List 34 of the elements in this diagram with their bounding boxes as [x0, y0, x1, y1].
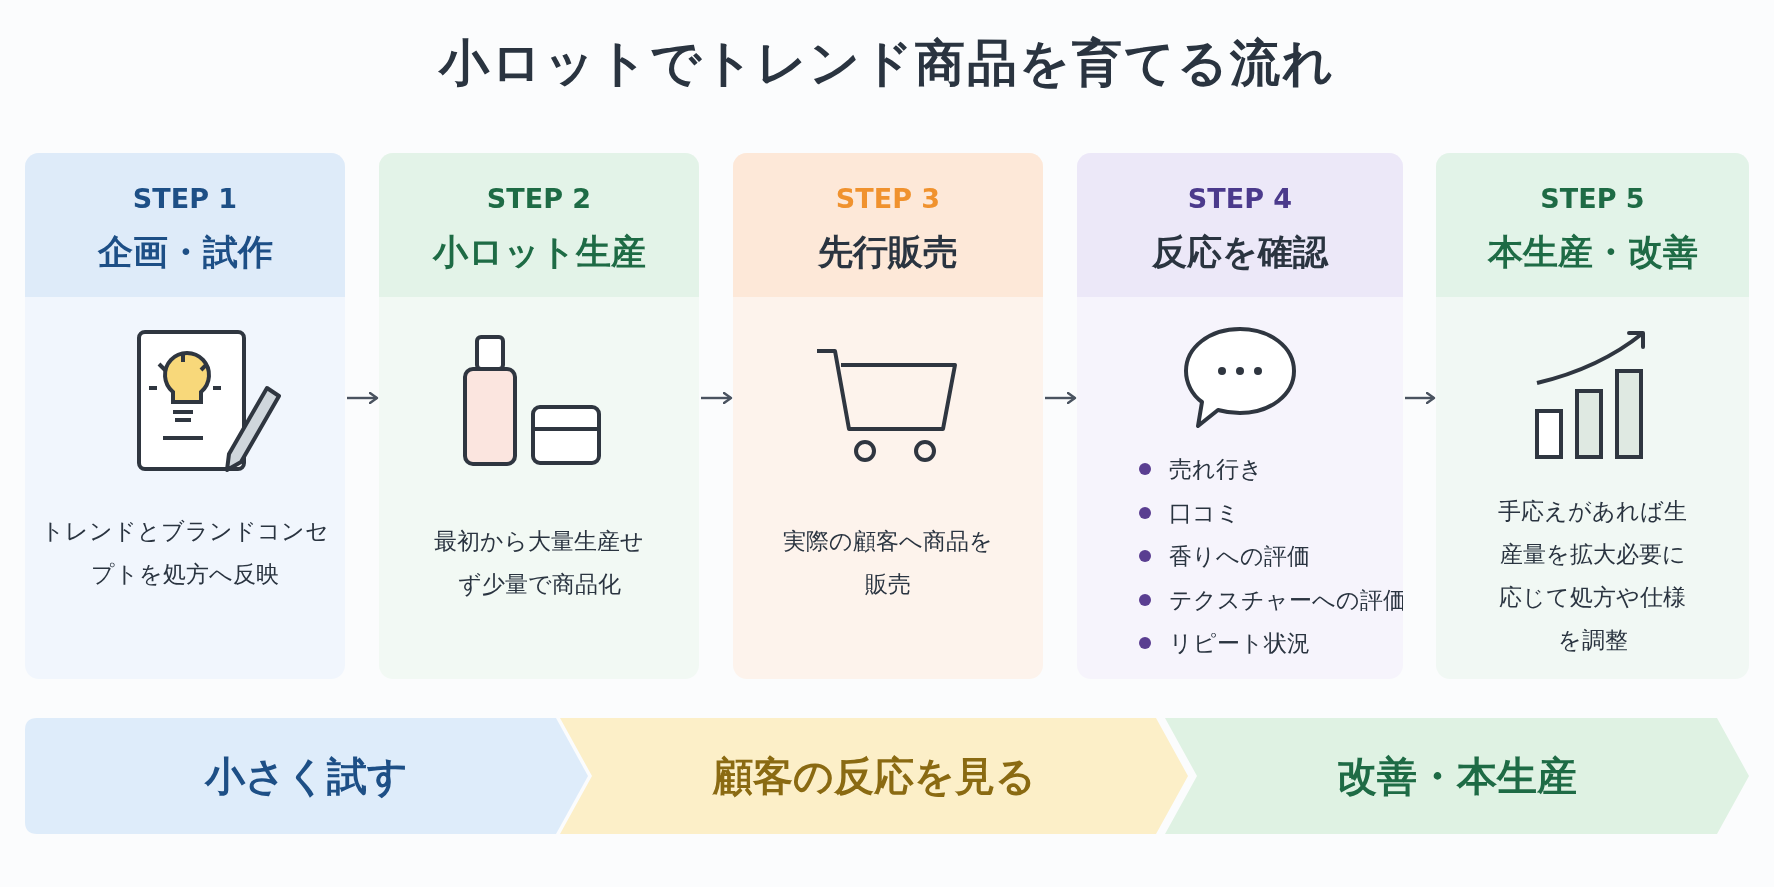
- step-card: [25, 153, 345, 679]
- step-label: STEP 3: [834, 183, 942, 214]
- step-label: STEP 1: [131, 183, 239, 214]
- arrow: [347, 391, 379, 405]
- arrow: [701, 391, 733, 405]
- band-label: 顧客の反応を見る: [712, 751, 1036, 801]
- arrow: [1045, 391, 1077, 405]
- step-description: 最初から大量生産せず少量で商品化: [433, 527, 645, 599]
- chevron-band: [560, 718, 1188, 834]
- step-label: STEP 5: [1539, 183, 1646, 214]
- step-heading: 反応を確認: [1151, 231, 1330, 274]
- step-description: トレンドとブランドコンセプトを処方へ反映: [40, 517, 330, 589]
- bullet-item: 香りへの評価: [1139, 535, 1310, 578]
- step-heading: 先行販売: [817, 231, 959, 274]
- step-label: STEP 4: [1186, 183, 1294, 214]
- chevron-band: [1165, 718, 1749, 834]
- bullet-item: 口コミ: [1139, 491, 1240, 535]
- bullet-item: 売れ行き: [1139, 448, 1263, 491]
- step-label: STEP 2: [485, 183, 593, 214]
- band-label: 小さく試す: [205, 751, 408, 801]
- bullet-item: リピート状況: [1139, 622, 1310, 665]
- step-card: [1077, 153, 1403, 679]
- step-heading: 本生産・改善: [1486, 231, 1699, 274]
- step-description: 手応えがあれば生産量を拡大必要に応じて処方や仕様を調整: [1497, 497, 1688, 655]
- step-card: [733, 153, 1043, 679]
- step-heading: 企画・試作: [96, 231, 274, 274]
- step-heading: 小ロット生産: [431, 231, 647, 274]
- title: 小ロットでトレンド商品を育てる流れ: [437, 33, 1336, 94]
- arrow: [1405, 391, 1436, 405]
- step-card: [1436, 153, 1749, 679]
- step-description: 実際の顧客へ商品を販売: [782, 527, 994, 599]
- step-card: [379, 153, 699, 679]
- chevron-band: [25, 718, 588, 834]
- band-label: 改善・本生産: [1337, 751, 1577, 801]
